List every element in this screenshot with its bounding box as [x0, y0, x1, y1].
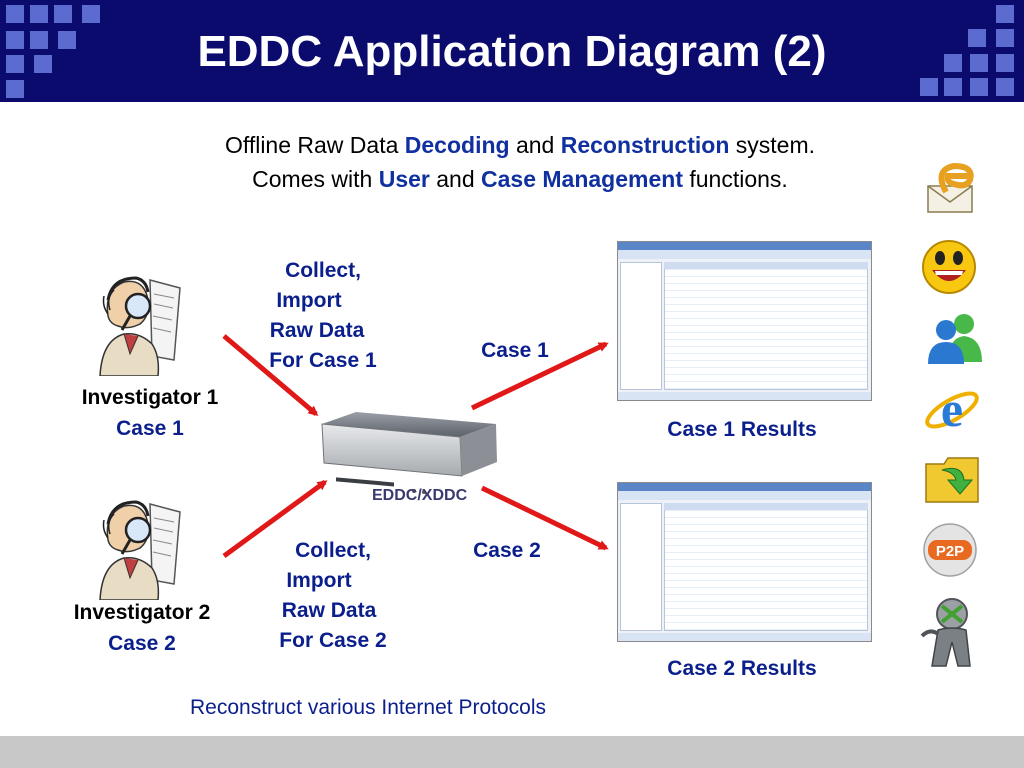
xbox-live-icon — [920, 598, 971, 667]
internet-explorer-icon: e — [925, 381, 979, 437]
arrow-device-to-case2 — [480, 485, 609, 551]
device-label: EDDC/XDDC — [372, 487, 468, 504]
arrow-inv1-to-device — [222, 334, 319, 416]
footer-bar — [0, 736, 1024, 768]
ftp-folder-icon — [925, 457, 979, 503]
title-bar — [0, 0, 1024, 102]
server-device — [321, 412, 497, 494]
investigator-1-case: Case 1 — [116, 417, 184, 440]
arrow-inv2-to-device — [222, 479, 328, 559]
case-2-results-screenshot — [617, 482, 872, 642]
intro-line-1: Offline Raw Data Decoding and Reconstruc… — [224, 132, 816, 158]
investigator-1-icon — [99, 276, 181, 376]
page-title: EDDC Application Diagram (2) — [197, 27, 827, 76]
intro-text: Offline Raw Data Decoding and Reconstruc… — [110, 128, 930, 196]
intro-line-2: Comes with User and Case Management func… — [252, 166, 788, 192]
case-2-arrow-label: Case 2 — [473, 539, 541, 562]
email-icon — [927, 162, 974, 213]
investigator-2-icon — [99, 500, 181, 600]
svg-text:e: e — [941, 381, 963, 437]
yahoo-messenger-icon — [922, 240, 976, 294]
case-1-arrow-label: Case 1 — [481, 339, 549, 362]
arrow-device-to-case1 — [470, 341, 609, 411]
p2p-badge-text: P2P — [936, 543, 964, 560]
msn-messenger-icon — [928, 314, 982, 364]
investigator-1-name: Investigator 1 — [81, 386, 219, 409]
case-1-results-screenshot — [617, 241, 872, 401]
p2p-icon: P2P — [923, 523, 977, 577]
investigator-2-name: Investigator 2 — [73, 601, 211, 624]
investigator-2-case: Case 2 — [108, 632, 176, 655]
case-1-results-label: Case 1 Results — [667, 418, 817, 441]
footer-caption: Reconstruct various Internet Protocols — [190, 696, 546, 719]
case-2-results-label: Case 2 Results — [667, 657, 817, 680]
